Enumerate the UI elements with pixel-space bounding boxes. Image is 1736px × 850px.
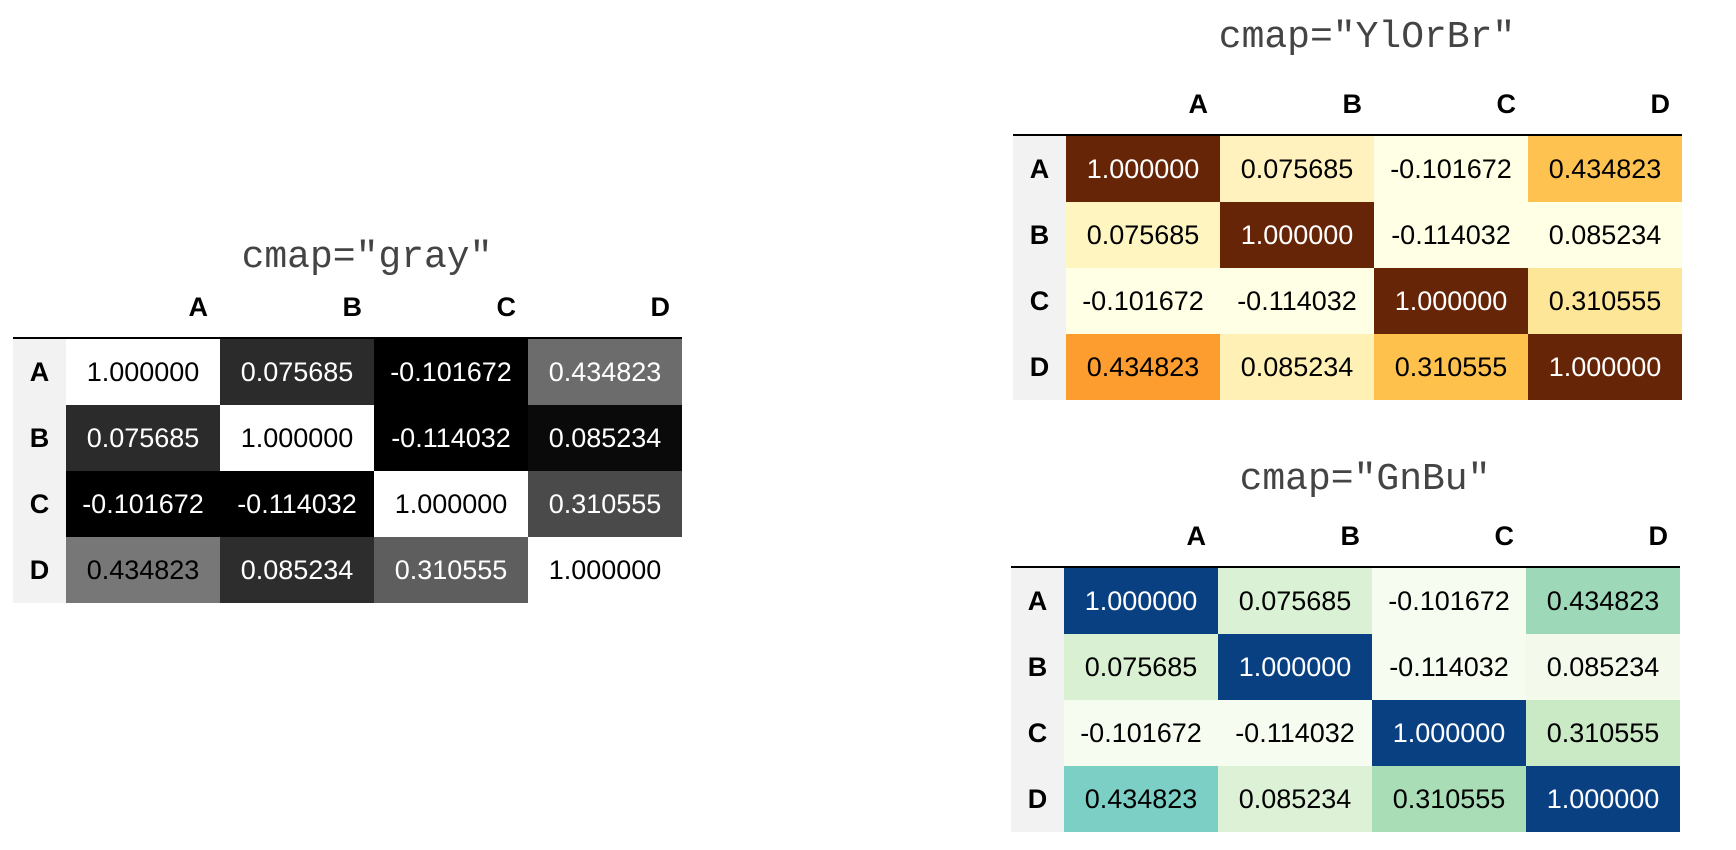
heatmap-cell: 0.434823	[1526, 566, 1680, 634]
heatmap-cell: 0.434823	[66, 537, 220, 603]
row-header: A	[13, 337, 66, 405]
heatmap-cell: -0.101672	[66, 471, 220, 537]
row-header: B	[1011, 634, 1064, 700]
heatmap-cell: 0.085234	[220, 537, 374, 603]
heatmap-cell: -0.114032	[374, 405, 528, 471]
row-header: B	[13, 405, 66, 471]
heatmap-cell: 1.000000	[1374, 268, 1528, 334]
heatmap-cell: 1.000000	[528, 537, 682, 603]
heatmap-cell: -0.101672	[374, 337, 528, 405]
heatmap-cell: 0.085234	[1526, 634, 1680, 700]
column-header: D	[1648, 520, 1669, 551]
row-header: D	[13, 537, 66, 603]
heatmap-cell: 0.075685	[220, 337, 374, 405]
heatmap-cell: -0.114032	[1372, 634, 1526, 700]
column-header: A	[1186, 520, 1207, 551]
heatmap-cell: 0.310555	[1374, 334, 1528, 400]
column-header: B	[1340, 520, 1361, 551]
heatmap-cell: 1.000000	[1372, 700, 1526, 766]
heatmap-cell: 0.085234	[528, 405, 682, 471]
row-header: C	[1011, 700, 1064, 766]
heatmap-cell: 0.075685	[1066, 202, 1220, 268]
heatmap-cell: 0.075685	[1218, 566, 1372, 634]
header-row: A B C D	[1011, 506, 1680, 567]
heatmap-cell: 0.434823	[1066, 334, 1220, 400]
column-header: B	[1342, 88, 1363, 119]
heatmap-cell: -0.114032	[1218, 700, 1372, 766]
heatmap-cell: 0.075685	[1064, 634, 1218, 700]
heatmap-cell: -0.101672	[1064, 700, 1218, 766]
heatmap-cell: 1.000000	[374, 471, 528, 537]
heatmap-cell: -0.101672	[1374, 134, 1528, 202]
chart-title: cmap="YlOrBr"	[1218, 16, 1516, 59]
heatmap-cell: 0.434823	[1064, 766, 1218, 832]
heatmap-cell: 0.310555	[1526, 700, 1680, 766]
header-corner	[13, 277, 66, 338]
heatmap-cell: -0.114032	[1220, 268, 1374, 334]
heatmap-cell: 0.085234	[1528, 202, 1682, 268]
heatmap-cell: 0.310555	[374, 537, 528, 603]
heatmap-cell: -0.114032	[1374, 202, 1528, 268]
heatmap-cell: -0.101672	[1372, 566, 1526, 634]
column-header: B	[342, 291, 363, 322]
row-header: C	[13, 471, 66, 537]
row-header: D	[1013, 334, 1066, 400]
heatmap-cell: -0.114032	[220, 471, 374, 537]
heatmap-cell: 1.000000	[1528, 334, 1682, 400]
row-header: A	[1011, 566, 1064, 634]
row-header: A	[1013, 134, 1066, 202]
row-header: B	[1013, 202, 1066, 268]
heatmap-cell: 0.434823	[1528, 134, 1682, 202]
heatmap-cell: 0.434823	[528, 337, 682, 405]
heatmap-cell: 0.310555	[1528, 268, 1682, 334]
column-header: D	[650, 291, 671, 322]
heatmap-cell: 1.000000	[1064, 566, 1218, 634]
column-header: D	[1650, 88, 1671, 119]
heatmap-cell: 1.000000	[1220, 202, 1374, 268]
chart-title: cmap="GnBu"	[1239, 458, 1491, 501]
heatmap-cell: 0.310555	[528, 471, 682, 537]
heatmap-cell: 1.000000	[1526, 766, 1680, 832]
heatmap-cell: 1.000000	[220, 405, 374, 471]
heatmap-cell: -0.101672	[1066, 268, 1220, 334]
header-corner	[1011, 506, 1064, 567]
header-row: A B C D	[13, 277, 682, 338]
heatmap-cell: 1.000000	[66, 337, 220, 405]
header-row: A B C D	[1013, 74, 1682, 135]
heatmap-cell: 1.000000	[1066, 134, 1220, 202]
heatmap-cell: 0.075685	[1220, 134, 1374, 202]
row-header: D	[1011, 766, 1064, 832]
heatmap-cell: 0.310555	[1372, 766, 1526, 832]
header-corner	[1013, 74, 1066, 135]
heatmap-cell: 0.085234	[1218, 766, 1372, 832]
heatmap-cell: 1.000000	[1218, 634, 1372, 700]
chart-title: cmap="gray"	[241, 236, 493, 279]
column-header: C	[1494, 520, 1515, 551]
column-header: C	[1496, 88, 1517, 119]
column-header: A	[1188, 88, 1209, 119]
column-header: C	[496, 291, 517, 322]
column-header: A	[188, 291, 209, 322]
row-header: C	[1013, 268, 1066, 334]
heatmap-cell: 0.075685	[66, 405, 220, 471]
heatmap-cell: 0.085234	[1220, 334, 1374, 400]
